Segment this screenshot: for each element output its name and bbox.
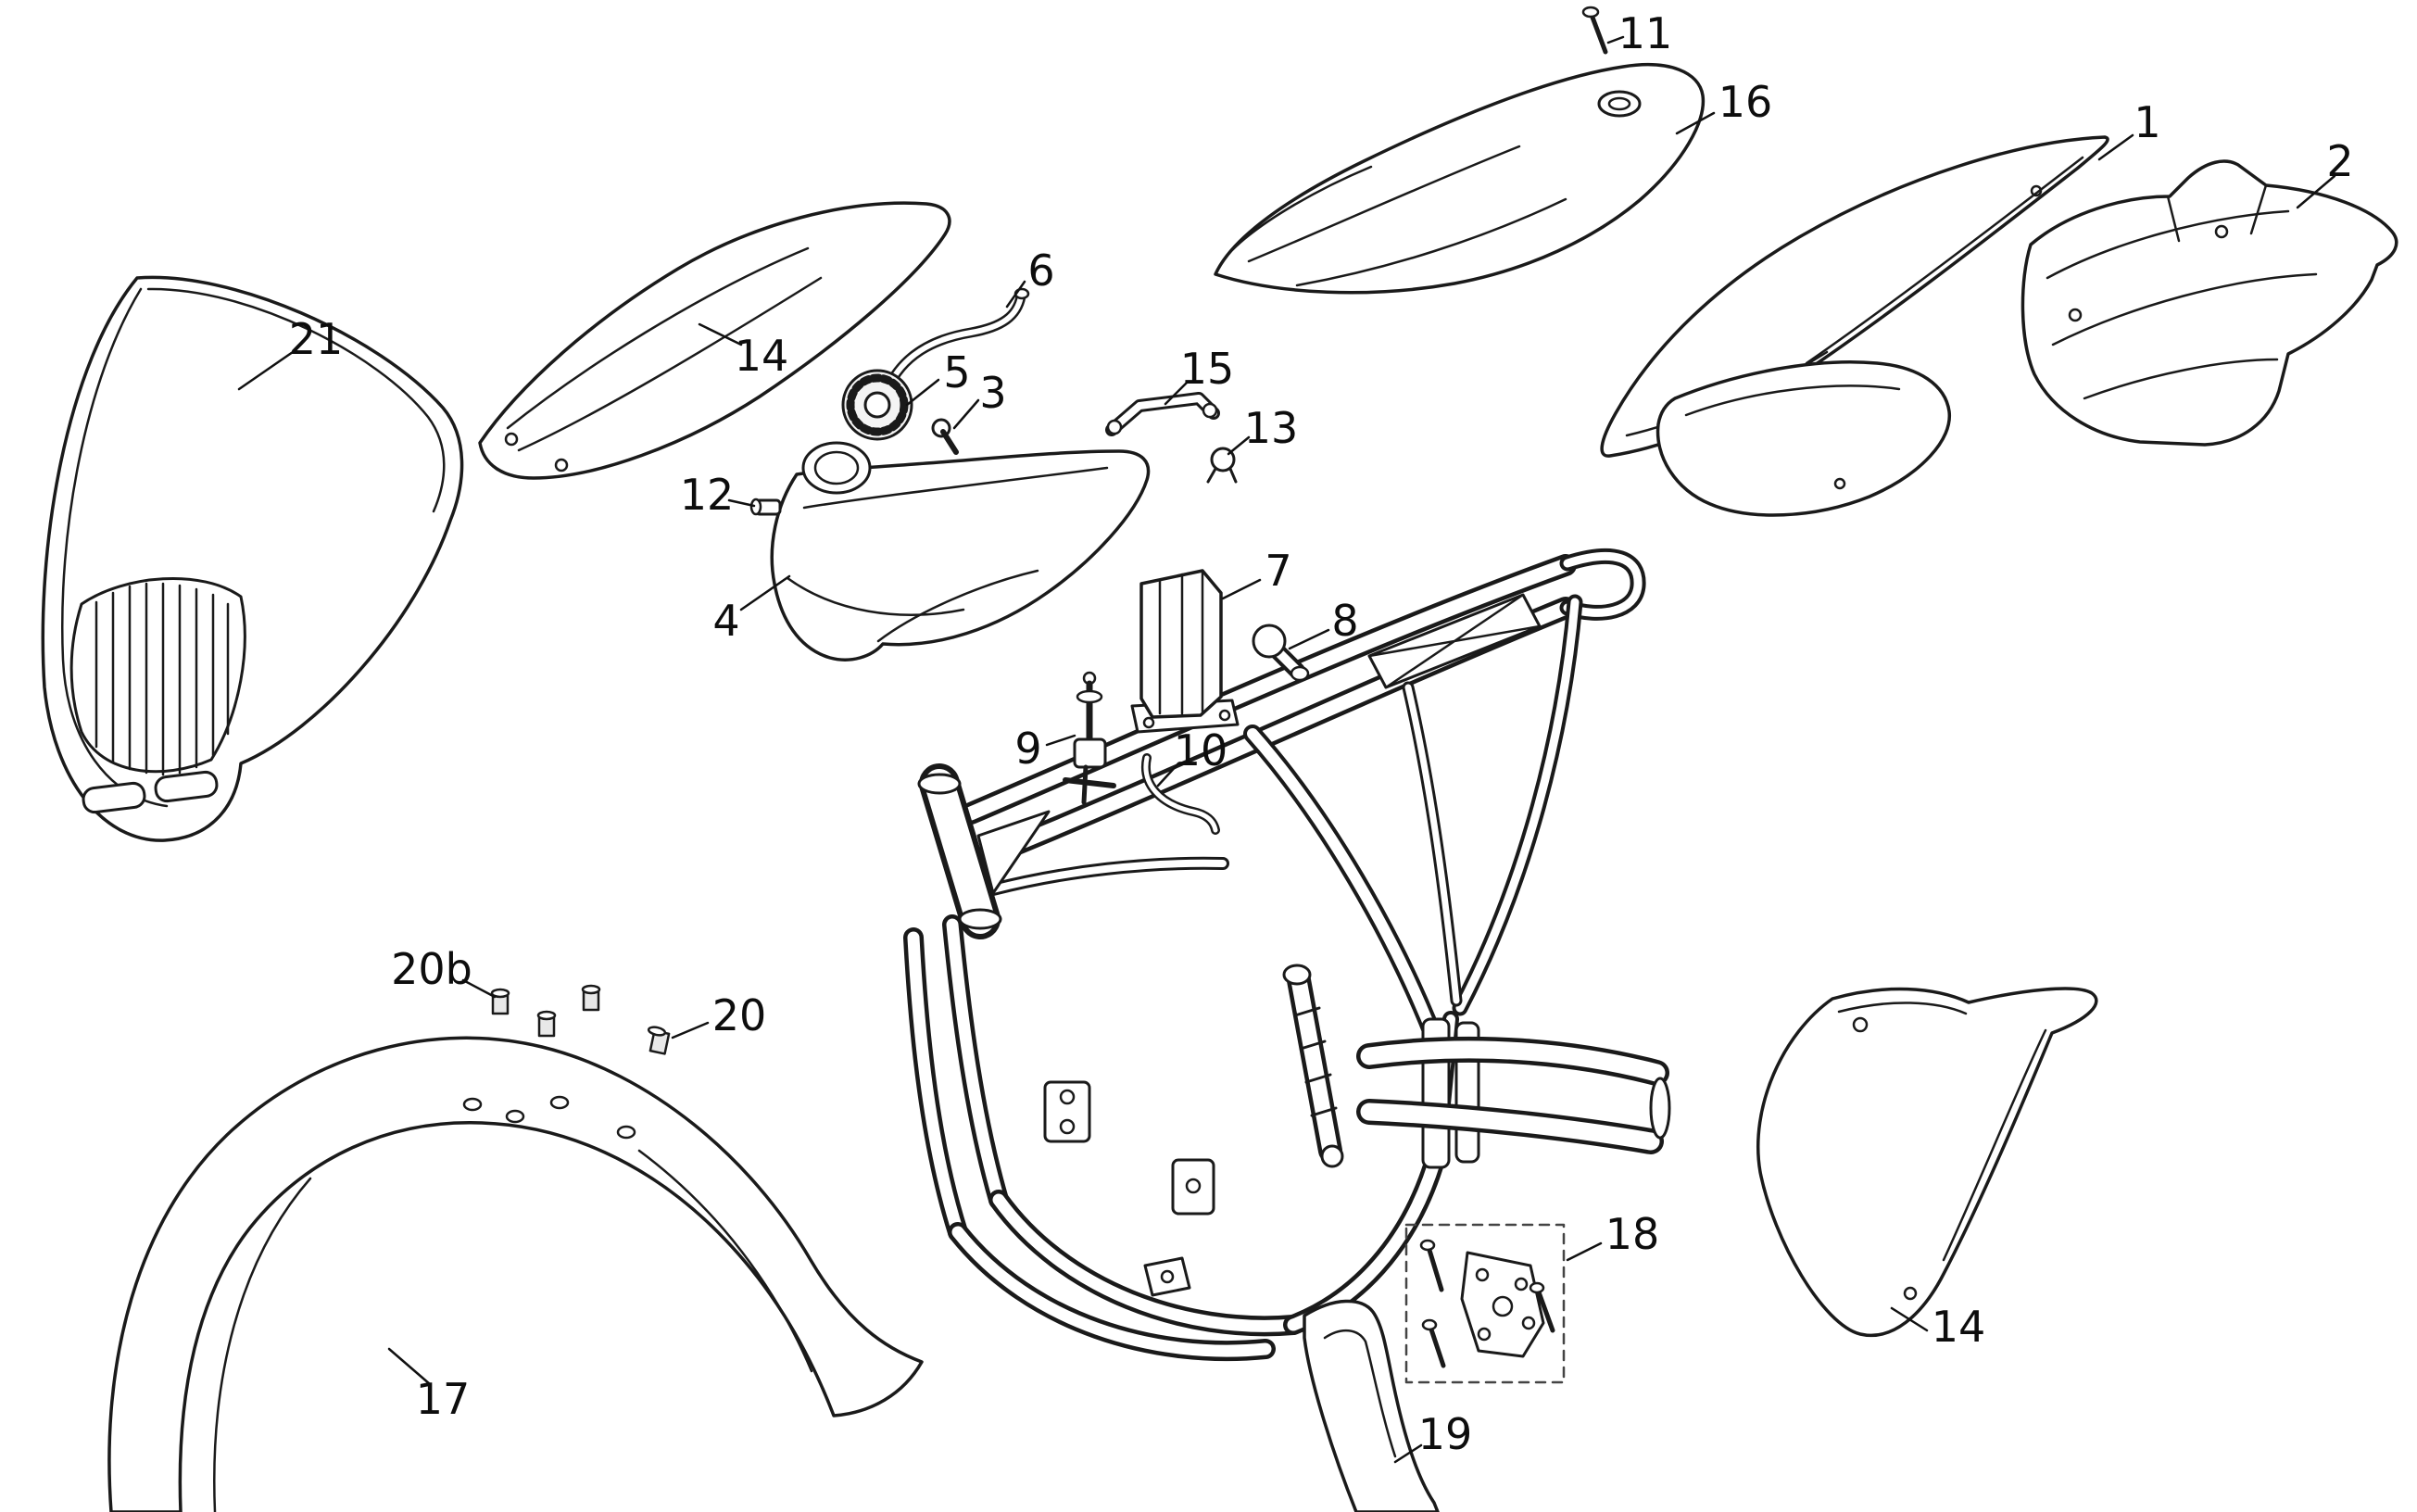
callout-label-2: 2 — [2326, 136, 2354, 186]
callout-label-9: 9 — [1014, 724, 1042, 774]
callout-label-1: 1 — [2134, 97, 2161, 147]
fender-bolt-illustration — [647, 1026, 671, 1055]
callout-label-20: 20 — [711, 990, 767, 1040]
fuel-tank-illustration — [770, 441, 1151, 662]
callout-label-15: 15 — [1179, 344, 1235, 394]
bracket-kit-illustration — [1404, 1223, 1566, 1384]
headlight-mask-illustration — [41, 275, 464, 842]
frame-illustration — [903, 548, 1671, 1362]
callout-label-17: 17 — [415, 1374, 471, 1424]
rear-fender-illustration — [1600, 135, 2109, 517]
callout-label-18: 18 — [1605, 1209, 1660, 1259]
callout-label-16: 16 — [1718, 77, 1773, 127]
fuel-tank-cap-illustration — [841, 369, 913, 441]
callout-label-21: 21 — [288, 314, 344, 364]
callout-label-11: 11 — [1618, 8, 1673, 58]
callout-label-8: 8 — [1331, 596, 1359, 646]
callout-label-14-left: 14 — [734, 331, 789, 381]
front-fender-illustration — [107, 1036, 924, 1512]
seat-bolt-illustration — [1581, 6, 1608, 55]
callout-label-13: 13 — [1243, 403, 1299, 453]
callout-label-14-right: 14 — [1931, 1302, 1986, 1352]
left-radiator-shroud-illustration — [478, 201, 951, 480]
fuel-tap-illustration — [1063, 671, 1116, 805]
reservoir-duct-illustration — [1130, 569, 1240, 734]
right-side-panel-illustration — [1756, 987, 2098, 1338]
leader-lines — [237, 35, 2336, 1464]
callout-label-12: 12 — [679, 470, 735, 520]
elbow-fitting-illustration — [1252, 624, 1310, 682]
callout-label-19: 19 — [1417, 1409, 1473, 1459]
tank-bracket-illustration — [1105, 392, 1220, 436]
rear-inner-fender-illustration — [2020, 159, 2398, 447]
screw-illustration — [931, 418, 959, 455]
callout-label-6: 6 — [1027, 246, 1055, 296]
fitting-illustration — [749, 498, 782, 516]
callout-label-7: 7 — [1265, 546, 1292, 596]
clip-illustration — [1206, 447, 1238, 484]
callout-label-3: 3 — [979, 368, 1007, 418]
callout-label-4: 4 — [712, 596, 740, 646]
callout-label-5: 5 — [943, 347, 971, 397]
callout-label-20b: 20b — [391, 944, 472, 994]
fuel-hose-illustration — [1140, 753, 1220, 835]
fork-guard-illustration — [1303, 1299, 1440, 1512]
fender-bolts-illustration — [490, 984, 601, 1038]
seat-illustration — [1214, 63, 1706, 295]
callout-label-10: 10 — [1173, 725, 1228, 775]
